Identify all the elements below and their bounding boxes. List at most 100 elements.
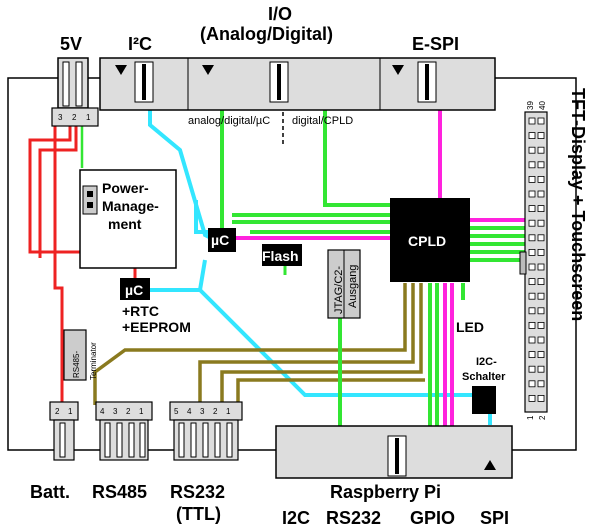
pin-rs232-2: 2 <box>213 407 218 416</box>
legend-i2c: I2C <box>282 508 310 528</box>
tft-pin <box>537 117 545 125</box>
label-batt: Batt. <box>30 482 70 502</box>
gpio-wires <box>220 95 525 430</box>
label-raspberry-pi: Raspberry Pi <box>330 482 441 502</box>
tft-pin <box>537 161 545 169</box>
flash-label: Flash <box>262 248 299 264</box>
i2c-switch-block <box>472 386 496 414</box>
pin-rs485-4: 4 <box>100 407 105 416</box>
label-rs232-ttl: (TTL) <box>176 504 221 524</box>
i2c-switch-label-2: Schalter <box>462 371 506 383</box>
pin-5v-1: 1 <box>86 113 91 122</box>
power-management-label-2: Manage- <box>102 198 159 214</box>
tft-pin <box>528 321 536 329</box>
io-sub-left: analog/digital/µC <box>188 115 270 127</box>
pin-batt-2: 2 <box>55 407 60 416</box>
pin-batt-1: 1 <box>68 407 73 416</box>
tft-pin <box>537 380 545 388</box>
power-management-label-1: Power- <box>102 180 149 196</box>
tft-label: TFT-Display + Touchscreen <box>568 88 588 321</box>
tft-pin <box>528 219 536 227</box>
pin-5v-3: 3 <box>58 113 63 122</box>
uc-rtc-block <box>120 278 150 300</box>
tft-pin <box>537 336 545 344</box>
header-5v: 5V <box>60 34 82 54</box>
header-io: I/O <box>268 4 292 24</box>
pin-rs232-3: 3 <box>200 407 205 416</box>
tft-pin <box>528 307 536 315</box>
tft-pin <box>528 234 536 242</box>
power-management-jumper <box>82 185 98 215</box>
label-rs485: RS485 <box>92 482 147 502</box>
tft-pin <box>528 263 536 271</box>
tft-pin <box>528 132 536 140</box>
i2c-switch-label-1: I2C- <box>476 356 497 368</box>
tft-pin <box>528 351 536 359</box>
pin-rs485-3: 3 <box>113 407 118 416</box>
header-io-sub: (Analog/Digital) <box>200 24 333 44</box>
header-i2c: I²C <box>128 34 152 54</box>
uc-main-block <box>208 228 236 252</box>
jtag-connector <box>327 249 361 319</box>
tft-pin <box>528 117 536 125</box>
tft-pin <box>537 190 545 198</box>
power-management-label-3: ment <box>108 216 142 232</box>
tft-pin <box>528 248 536 256</box>
connector-raspberry-pi <box>275 425 513 479</box>
tft-pin <box>537 132 545 140</box>
tft-pin <box>537 146 545 154</box>
jtag-label-1: JTAG/C2- <box>333 266 345 314</box>
flash-block <box>262 244 302 266</box>
pin-5v-2: 2 <box>72 113 77 122</box>
pin-rs232-5: 5 <box>174 407 179 416</box>
tft-pin <box>528 380 536 388</box>
header-espi: E-SPI <box>412 34 459 54</box>
tft-pin <box>528 292 536 300</box>
connector-top-strip <box>99 57 496 111</box>
rtc-label: +RTC <box>122 303 159 319</box>
tft-pin <box>537 219 545 227</box>
uc-rtc-label: µC <box>125 282 143 298</box>
rs485-terminator <box>63 329 87 381</box>
tft-pin <box>537 263 545 271</box>
legend-rs232: RS232 <box>326 508 381 528</box>
tft-pin <box>537 365 545 373</box>
rs232-wires <box>93 283 425 405</box>
tft-pin <box>528 161 536 169</box>
legend-gpio: GPIO <box>410 508 455 528</box>
tft-pin <box>528 175 536 183</box>
connector-5v <box>51 57 99 127</box>
tft-pin <box>537 292 545 300</box>
led-label: LED <box>456 319 484 335</box>
connector-batt <box>49 401 79 461</box>
tft-pin <box>537 321 545 329</box>
tft-pin <box>537 307 545 315</box>
tft-pin <box>537 205 545 213</box>
cpld-label: CPLD <box>408 233 446 249</box>
tft-pin <box>537 175 545 183</box>
tft-pin-1: 1 <box>526 415 535 420</box>
tft-pin <box>537 394 545 402</box>
rs485-terminator-label-2: Terminator <box>89 342 98 380</box>
io-sub-right: digital/CPLD <box>292 115 353 127</box>
tft-pin-2: 2 <box>538 415 547 420</box>
tft-pin <box>528 365 536 373</box>
tft-pin-39: 39 <box>526 101 535 110</box>
cpld-block <box>390 198 470 282</box>
tft-pin <box>528 146 536 154</box>
tft-connector <box>519 111 548 413</box>
tft-pin <box>528 190 536 198</box>
tft-pin <box>528 205 536 213</box>
pin-rs232-1: 1 <box>226 407 231 416</box>
pin-rs232-4: 4 <box>187 407 192 416</box>
spi-wires <box>230 95 525 430</box>
tft-pin <box>528 336 536 344</box>
connector-rs232 <box>169 401 243 461</box>
tft-pin <box>528 278 536 286</box>
rs485-terminator-label-1: RS485- <box>72 351 81 378</box>
tft-pin <box>537 351 545 359</box>
uc-main-label: µC <box>211 232 229 248</box>
tft-pin <box>537 234 545 242</box>
